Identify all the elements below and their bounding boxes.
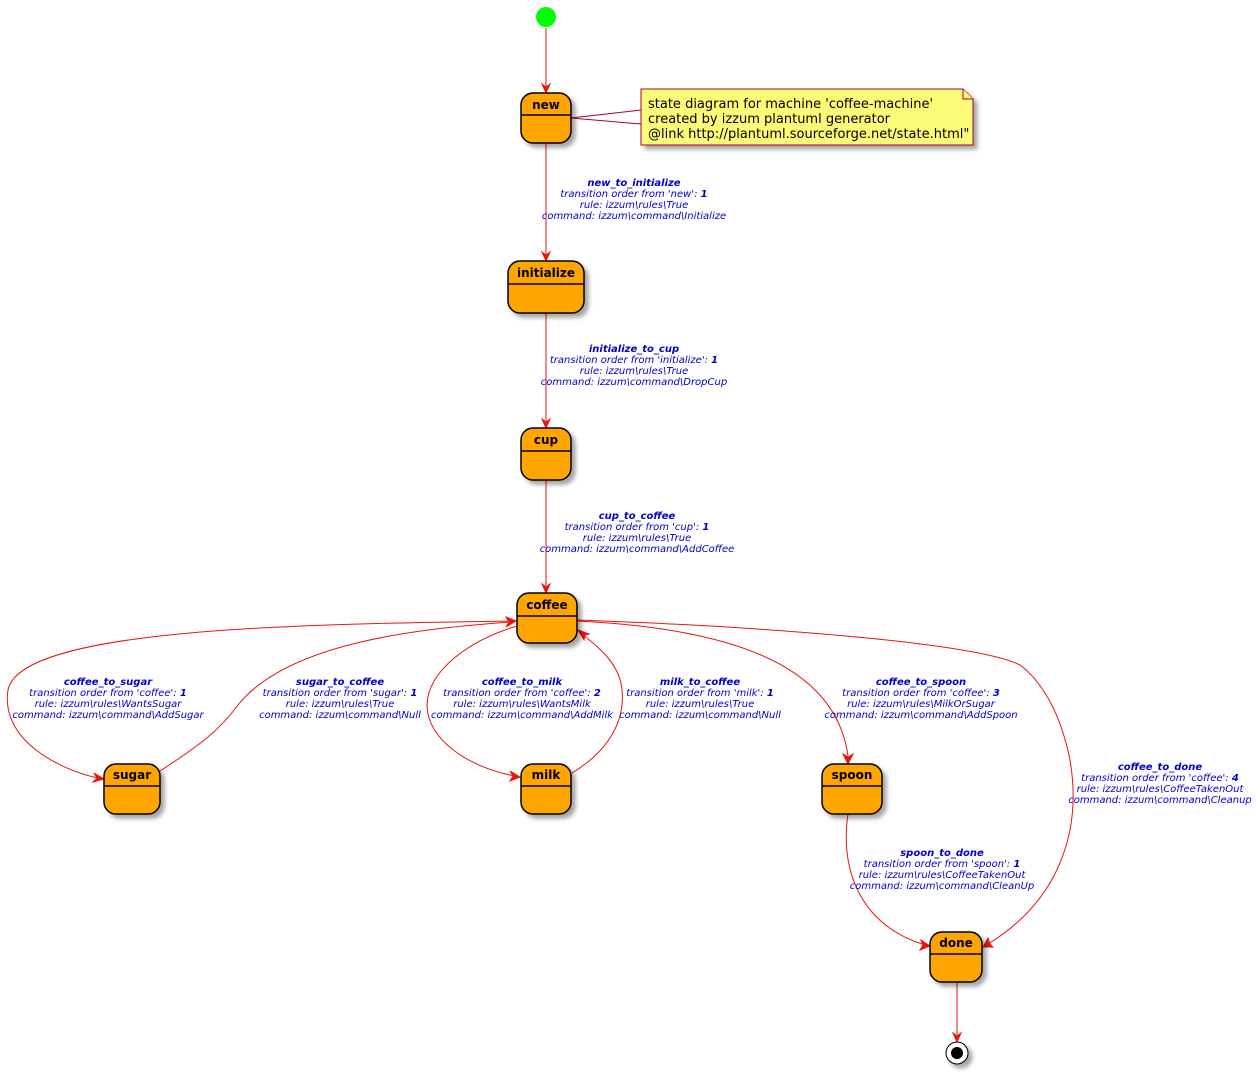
state-label-milk: milk: [532, 768, 562, 782]
arrowhead-done-from-coffee: [982, 936, 995, 948]
transition-name: coffee_to_spoon: [876, 677, 966, 688]
transition-order: transition order from 'initialize': 1: [550, 355, 718, 366]
state-new[interactable]: new: [520, 92, 572, 144]
transition-edges: [6, 28, 1074, 1044]
note-line-1: state diagram for machine 'coffee-machin…: [648, 97, 933, 112]
end-node: [945, 1041, 969, 1065]
arrowhead-end: [951, 1031, 963, 1044]
transition-order: transition order from 'new': 1: [560, 189, 707, 200]
transition-order: transition order from 'coffee': 3: [842, 688, 1000, 699]
transition-order: transition order from 'sugar': 1: [263, 688, 418, 699]
arrowhead-spoon: [841, 752, 855, 766]
arrowhead-coffee: [540, 582, 552, 595]
transition-command: command: izzum\command\CleanUp: [850, 881, 1035, 892]
edge-coffee-to-done: [576, 619, 1074, 945]
edge-coffee-to-sugar: [6, 620, 518, 779]
edge-spoon-to-done: [845, 813, 926, 946]
state-done[interactable]: done: [929, 931, 983, 983]
note-line-3: @link http://plantuml.sourceforge.net/st…: [648, 127, 969, 142]
arrowhead-new: [540, 82, 552, 95]
state-cup[interactable]: cup: [520, 427, 572, 481]
transition-name: sugar_to_coffee: [296, 677, 384, 688]
label-sugar-to-coffee: sugar_to_coffee transition order from 's…: [259, 677, 421, 721]
state-label-spoon: spoon: [832, 768, 873, 782]
transition-name: coffee_to_sugar: [64, 677, 153, 688]
edge-coffee-to-spoon: [576, 620, 849, 757]
transition-name: new_to_initialize: [587, 178, 680, 189]
state-label-new: new: [532, 98, 560, 112]
transition-command: command: izzum\command\DropCup: [541, 377, 727, 388]
transition-name: cup_to_coffee: [599, 511, 676, 522]
transition-order: transition order from 'coffee': 4: [1081, 773, 1239, 784]
transition-rule: rule: izzum\rules\True: [580, 200, 689, 211]
edge-coffee-to-milk: [426, 625, 518, 777]
transition-order: transition order from 'coffee': 1: [29, 688, 187, 699]
state-sugar[interactable]: sugar: [103, 763, 161, 815]
label-coffee-to-spoon: coffee_to_spoon transition order from 'c…: [824, 677, 1017, 721]
state-initialize[interactable]: initialize: [507, 260, 585, 314]
state-label-cup: cup: [534, 433, 559, 447]
transition-rule: rule: izzum\rules\MilkOrSugar: [847, 699, 996, 710]
label-initialize-to-cup: initialize_to_cup transition order from …: [541, 344, 727, 388]
state-label-coffee: coffee: [526, 598, 567, 612]
label-coffee-to-sugar: coffee_to_sugar transition order from 'c…: [12, 677, 204, 721]
label-spoon-to-done: spoon_to_done transition order from 'spo…: [850, 848, 1035, 892]
arrowhead-coffee-from-sugar: [504, 615, 518, 628]
transition-rule: rule: izzum\rules\True: [580, 366, 689, 377]
transition-rule: rule: izzum\rules\True: [583, 533, 692, 544]
transition-rule: rule: izzum\rules\CoffeeTakenOut: [1077, 784, 1245, 795]
transition-command: command: izzum\command\AddMilk: [431, 710, 614, 721]
label-coffee-to-milk: coffee_to_milk transition order from 'co…: [431, 677, 614, 721]
transition-rule: rule: izzum\rules\CoffeeTakenOut: [859, 870, 1027, 881]
transition-rule: rule: izzum\rules\True: [286, 699, 395, 710]
transition-name: coffee_to_milk: [482, 677, 564, 688]
state-label-sugar: sugar: [113, 768, 151, 782]
transition-order: transition order from 'milk': 1: [626, 688, 774, 699]
arrowhead-coffee-from-milk: [576, 629, 591, 642]
transition-order: transition order from 'coffee': 2: [443, 688, 601, 699]
transition-rule: rule: izzum\rules\True: [646, 699, 755, 710]
state-label-initialize: initialize: [517, 266, 575, 280]
transition-command: command: izzum\command\AddSpoon: [824, 710, 1017, 721]
state-coffee[interactable]: coffee: [516, 592, 578, 644]
transition-name: spoon_to_done: [900, 848, 984, 859]
arrowhead-milk: [508, 770, 522, 783]
label-milk-to-coffee: milk_to_coffee transition order from 'mi…: [619, 677, 781, 721]
transition-command: command: izzum\command\Cleanup: [1068, 795, 1252, 806]
transition-command: command: izzum\command\Null: [259, 710, 421, 721]
state-label-done: done: [939, 936, 973, 950]
transition-name: coffee_to_done: [1118, 762, 1202, 773]
transition-rule: rule: izzum\rules\WantsSugar: [35, 699, 183, 710]
state-milk[interactable]: milk: [520, 763, 572, 815]
arrowhead-initialize: [540, 250, 552, 263]
start-node: [536, 7, 556, 27]
transition-rule: rule: izzum\rules\WantsMilk: [453, 699, 592, 710]
transition-command: command: izzum\command\AddCoffee: [540, 544, 735, 555]
transition-command: command: izzum\command\Initialize: [542, 211, 726, 222]
transition-order: transition order from 'spoon': 1: [864, 859, 1021, 870]
note-line-2: created by izzum plantuml generator: [648, 112, 891, 127]
label-coffee-to-done: coffee_to_done transition order from 'co…: [1068, 762, 1252, 806]
label-cup-to-coffee: cup_to_coffee transition order from 'cup…: [540, 511, 735, 555]
diagram-note: state diagram for machine 'coffee-machin…: [570, 88, 974, 146]
state-spoon[interactable]: spoon: [821, 763, 883, 815]
arrowhead-sugar: [91, 772, 106, 783]
transition-name: milk_to_coffee: [660, 677, 740, 688]
transition-name: initialize_to_cup: [589, 344, 679, 355]
arrowhead-done-from-spoon: [918, 938, 932, 952]
edge-milk-to-coffee: [571, 634, 623, 774]
label-new-to-initialize: new_to_initialize transition order from …: [542, 178, 726, 222]
arrowhead-cup: [540, 417, 552, 430]
transition-order: transition order from 'cup': 1: [565, 522, 710, 533]
transition-command: command: izzum\command\AddSugar: [12, 710, 204, 721]
transition-command: command: izzum\command\Null: [619, 710, 781, 721]
edge-sugar-to-coffee: [159, 621, 511, 772]
